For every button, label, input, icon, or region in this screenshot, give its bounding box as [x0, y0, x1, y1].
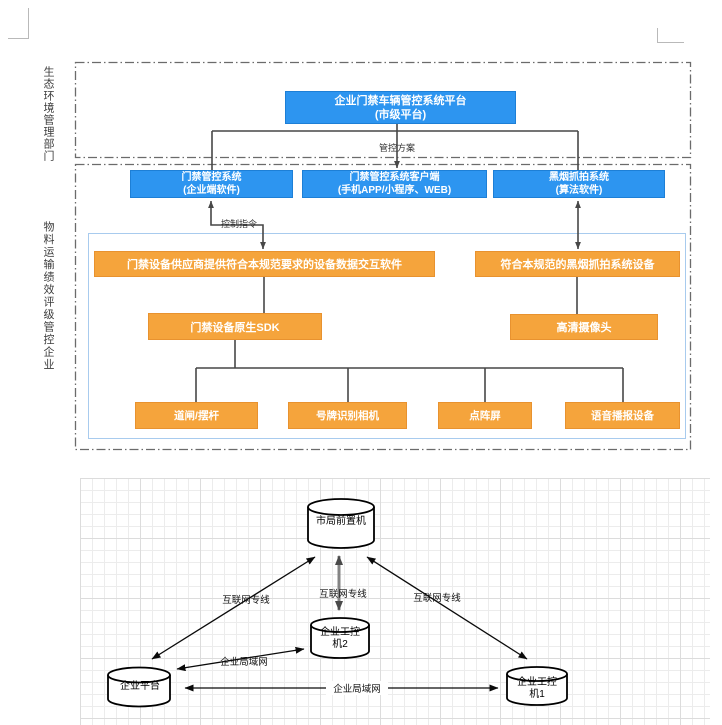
label-enterprise-platform: 企业平台 — [120, 681, 160, 692]
node-device-sdk[interactable]: 门禁设备原生SDK — [148, 313, 322, 340]
label-line: 企业工控 — [517, 677, 557, 688]
node-dot-matrix-screen[interactable]: 点阵屏 — [438, 402, 532, 429]
node-label: 道闸/摆杆 — [174, 410, 219, 422]
node-smoke-capture-device[interactable]: 符合本规范的黑烟抓拍系统设备 — [475, 251, 680, 277]
node-hd-camera[interactable]: 高清摄像头 — [510, 314, 658, 340]
node-label: 符合本规范的黑烟抓拍系统设备 — [500, 259, 655, 271]
node-voice-broadcast-device[interactable]: 语音播报设备 — [565, 402, 680, 429]
region-label-enterprise: 物料运输绩效评级管控企业 — [42, 221, 54, 371]
label-ipc2: 企业工控 机2 — [311, 627, 369, 650]
node-plate-recognition-camera[interactable]: 号牌识别相机 — [288, 402, 407, 429]
edge-label-control-command: 控制指令 — [220, 219, 257, 229]
node-barrier-gate[interactable]: 道闸/摆杆 — [135, 402, 258, 429]
label-ipc1: 企业工控 机1 — [508, 677, 566, 700]
edge-label-internet-left: 互联网专线 — [222, 595, 270, 606]
label-city-server: 市局前置机 — [316, 516, 366, 527]
node-label: 高清摄像头 — [556, 322, 612, 334]
edge-label-lan-diagonal: 企业局域网 — [220, 657, 268, 668]
node-label: 企业门禁车辆管控系统平台 — [334, 94, 467, 107]
node-access-control-system[interactable]: 门禁管控系统 (企业端软件) — [130, 170, 293, 198]
node-city-platform[interactable]: 企业门禁车辆管控系统平台 (市级平台) — [285, 91, 516, 124]
node-label: 门禁管控系统 — [181, 172, 242, 183]
node-label: 黑烟抓拍系统 — [549, 172, 609, 183]
node-sublabel: (算法软件) — [555, 185, 603, 196]
edge-label-lan-horizontal: 企业局域网 — [326, 681, 388, 695]
node-label: 门禁管控系统客户端 — [349, 172, 440, 183]
page-corner-mark-top-left — [8, 8, 29, 39]
node-label: 门禁设备供应商提供符合本规范要求的设备数据交互软件 — [127, 259, 402, 271]
node-access-client[interactable]: 门禁管控系统客户端 (手机APP/小程序、WEB) — [302, 170, 487, 198]
node-label: 点阵屏 — [469, 410, 501, 422]
node-sublabel: (手机APP/小程序、WEB) — [337, 185, 452, 196]
label-line: 机1 — [529, 688, 545, 700]
drawing-grid-canvas — [80, 478, 710, 725]
region-label-env-dept: 生态环境管理部门 — [42, 66, 54, 162]
page-corner-mark-top-right — [657, 28, 684, 43]
node-smoke-capture-system[interactable]: 黑烟抓拍系统 (算法软件) — [493, 170, 665, 198]
node-vendor-interchange-software[interactable]: 门禁设备供应商提供符合本规范要求的设备数据交互软件 — [94, 251, 435, 277]
label-line: 企业工控 — [320, 627, 360, 638]
edge-label-internet-right: 互联网专线 — [413, 593, 461, 604]
label-line: 机2 — [332, 638, 348, 650]
node-label: 号牌识别相机 — [316, 410, 379, 422]
edge-label-control-plan: 管控方案 — [378, 143, 415, 153]
edge-label-internet-mid: 互联网专线 — [319, 589, 367, 600]
node-sublabel: (市级平台) — [374, 108, 427, 121]
node-label: 门禁设备原生SDK — [190, 321, 280, 334]
node-label: 语音播报设备 — [591, 410, 654, 422]
node-sublabel: (企业端软件) — [183, 185, 240, 196]
